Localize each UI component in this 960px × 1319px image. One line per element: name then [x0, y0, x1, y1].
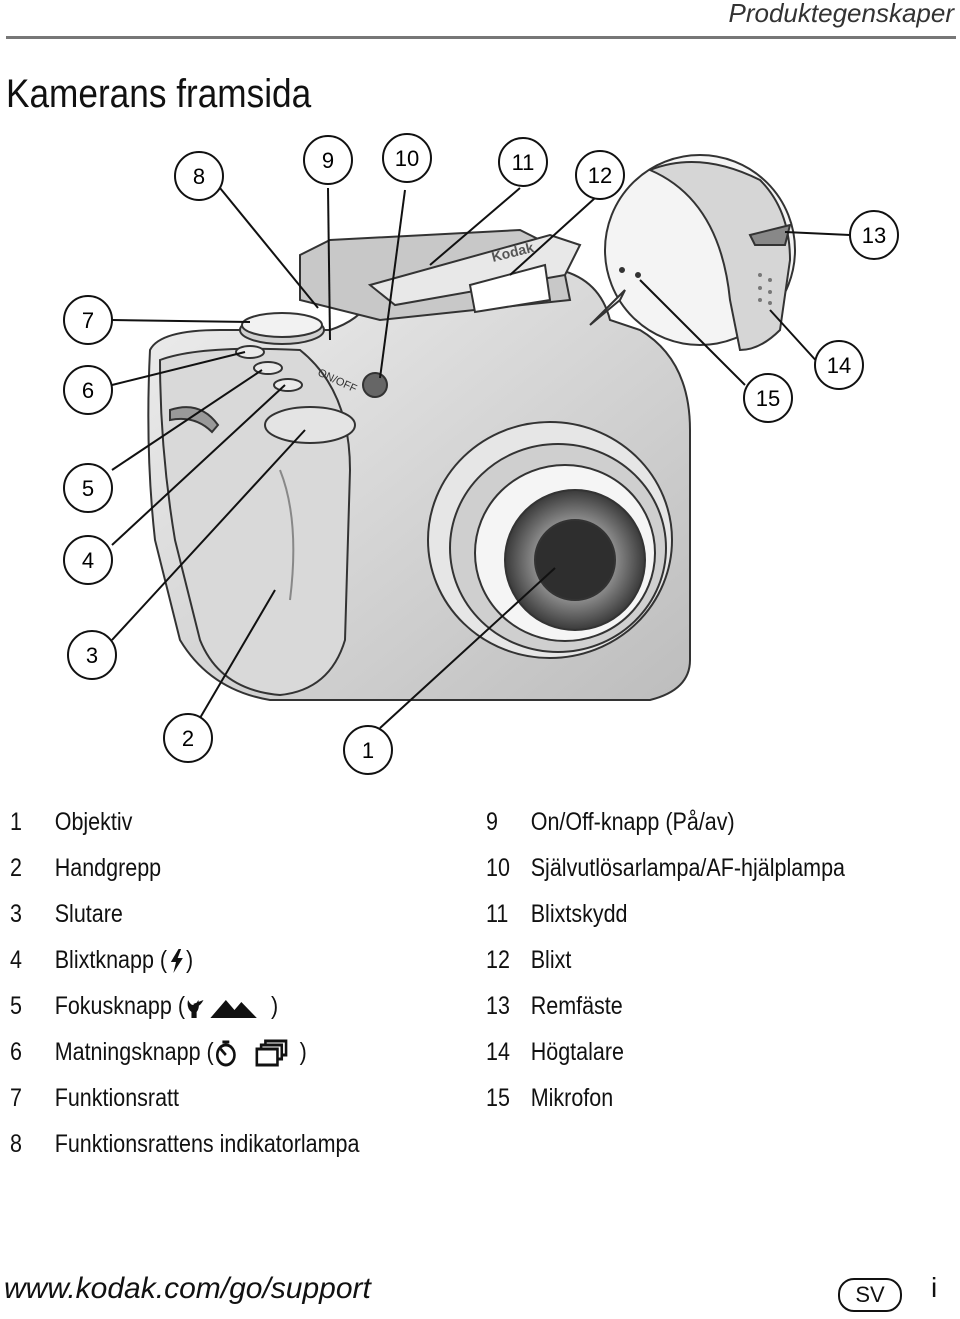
leader-lines [111, 187, 851, 729]
callout-13: 13 [849, 210, 899, 260]
callout-5: 5 [63, 463, 113, 513]
svg-text:2: 2 [182, 726, 194, 751]
flash-icon [170, 949, 183, 974]
svg-text:1: 1 [362, 738, 374, 763]
svg-text:8: 8 [193, 164, 205, 189]
svg-text:15: 15 [756, 386, 780, 411]
language-badge: SV [838, 1278, 902, 1312]
page-title: Kamerans framsida [6, 72, 312, 116]
selftimer-burst-icon [215, 1039, 288, 1067]
svg-text:6: 6 [82, 378, 94, 403]
callouts: 8 9 10 11 12 13 14 15 7 6 5 4 3 2 1 [63, 133, 899, 775]
svg-text:13: 13 [862, 223, 886, 248]
svg-text:12: 12 [588, 163, 612, 188]
callout-8: 8 [174, 151, 224, 201]
macro-landscape-icon [187, 1000, 258, 1019]
svg-text:9: 9 [322, 148, 334, 173]
flash-unit: Kodak [367, 233, 582, 314]
callout-7: 7 [63, 295, 113, 345]
svg-text:11: 11 [512, 150, 535, 175]
section-header: Produktegenskaper [728, 0, 954, 28]
callout-1: 1 [343, 725, 393, 775]
camera-illustration: Kodak ON/OFF [63, 133, 899, 775]
page-number: i [931, 1272, 938, 1303]
callout-10: 10 [382, 133, 432, 183]
callout-6: 6 [63, 365, 113, 415]
support-link[interactable]: www.kodak.com/go/support [4, 1272, 371, 1305]
callout-9: 9 [303, 135, 353, 185]
inset-detail [589, 154, 796, 352]
callout-11: 11 [498, 137, 548, 187]
svg-text:10: 10 [395, 146, 419, 171]
callout-14: 14 [814, 340, 864, 390]
selftimer-lamp [362, 372, 388, 398]
callout-12: 12 [575, 150, 625, 200]
svg-text:5: 5 [82, 476, 94, 501]
lens [427, 421, 673, 659]
svg-text:14: 14 [827, 353, 851, 378]
header-divider [6, 36, 956, 39]
callout-15: 15 [743, 373, 793, 423]
callout-2: 2 [163, 713, 213, 763]
callout-4: 4 [63, 535, 113, 585]
svg-text:3: 3 [86, 643, 98, 668]
svg-text:7: 7 [82, 308, 94, 333]
svg-text:4: 4 [82, 548, 94, 573]
callout-3: 3 [67, 630, 117, 680]
